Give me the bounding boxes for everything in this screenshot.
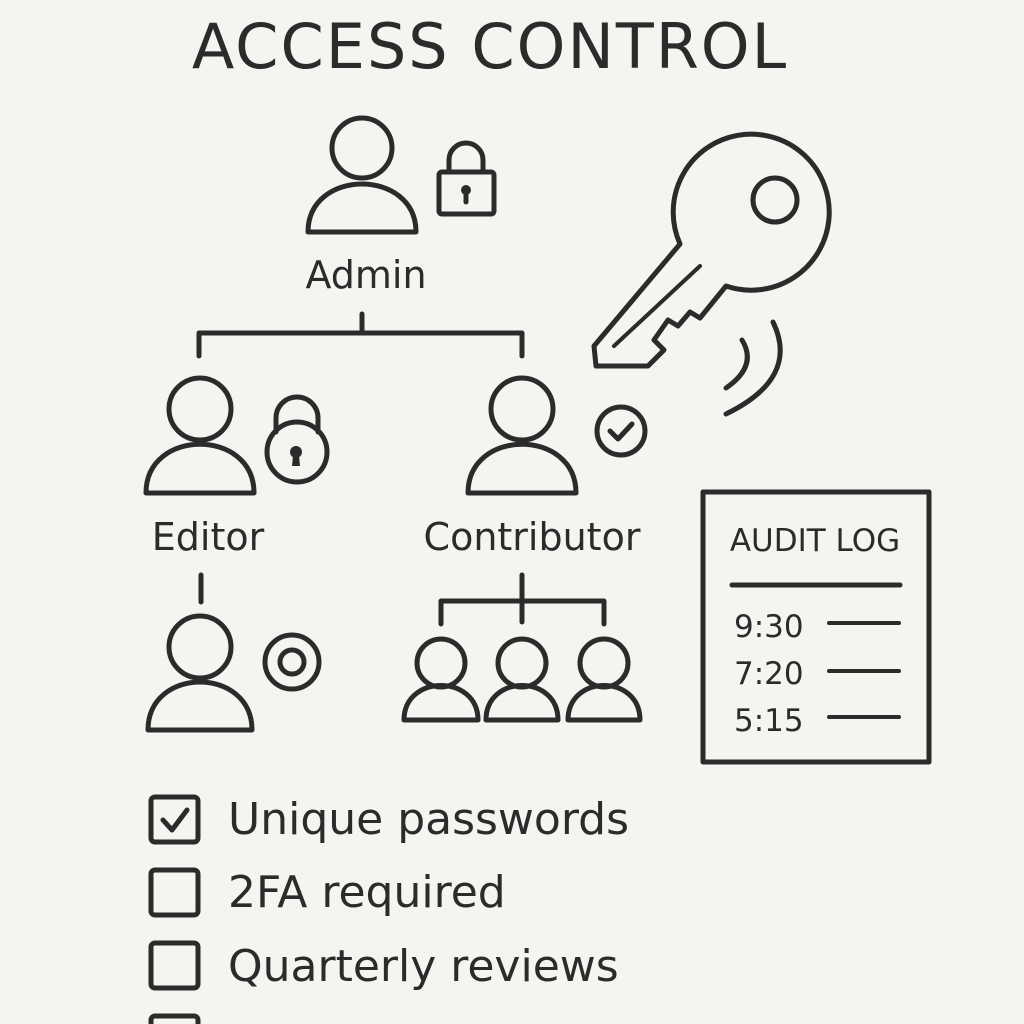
checklist-item[interactable]: Unique passwords (148, 794, 629, 845)
check-circle-icon (594, 404, 648, 458)
editor-user-icon (143, 375, 257, 496)
checklist: Unique passwords 2FA required Quarterly … (148, 794, 629, 1024)
audit-log-time: 9:30 (734, 609, 804, 645)
target-icon (262, 632, 322, 692)
audit-log-entry: 7:20 (734, 656, 901, 692)
checklist-item-label: Unique passwords (228, 794, 629, 845)
checklist-item[interactable]: 2FA required (148, 867, 506, 918)
group-user-icon (565, 636, 643, 723)
contributor-node: Contributor (424, 375, 648, 559)
editor-child-user-icon (145, 613, 255, 733)
checklist-item-label: 2FA required (228, 867, 506, 918)
checklist-item[interactable]: Quarterly reviews (148, 940, 619, 992)
key-icon (591, 131, 832, 369)
audit-log-entry: 9:30 (734, 609, 901, 645)
contributor-group (401, 636, 643, 723)
page-title: ACCESS CONTROL (192, 10, 788, 83)
checkbox[interactable] (148, 1013, 201, 1024)
admin-node: Admin (305, 115, 497, 297)
contributor-user-icon (465, 375, 579, 496)
editor-label: Editor (152, 515, 265, 559)
audit-log-time: 7:20 (734, 656, 804, 692)
checkbox-checked[interactable] (148, 794, 201, 845)
audit-log-entry: 5:15 (734, 703, 901, 739)
group-user-icon (401, 636, 481, 723)
audit-log-title: AUDIT LOG (730, 523, 900, 559)
contributor-branch-connector (438, 572, 607, 627)
group-user-icon (483, 636, 561, 723)
lock-icon (436, 140, 497, 217)
checkbox[interactable] (148, 867, 201, 918)
editor-child-node (145, 613, 322, 733)
admin-branch-connector (196, 311, 525, 359)
checkbox[interactable] (148, 940, 201, 991)
admin-label: Admin (305, 253, 426, 297)
editor-node: Editor (143, 375, 330, 605)
checklist-item-label: Quarterly reviews (228, 941, 619, 992)
audit-log-time: 5:15 (734, 703, 804, 739)
signal-waves-icon (723, 319, 783, 417)
padlock-icon (264, 394, 330, 485)
contributor-label: Contributor (424, 515, 641, 559)
admin-user-icon (305, 115, 419, 235)
audit-log-panel: AUDIT LOG 9:30 7:20 5:15 (700, 489, 932, 765)
checklist-item[interactable] (148, 1013, 201, 1024)
checkmark-icon (160, 807, 190, 833)
